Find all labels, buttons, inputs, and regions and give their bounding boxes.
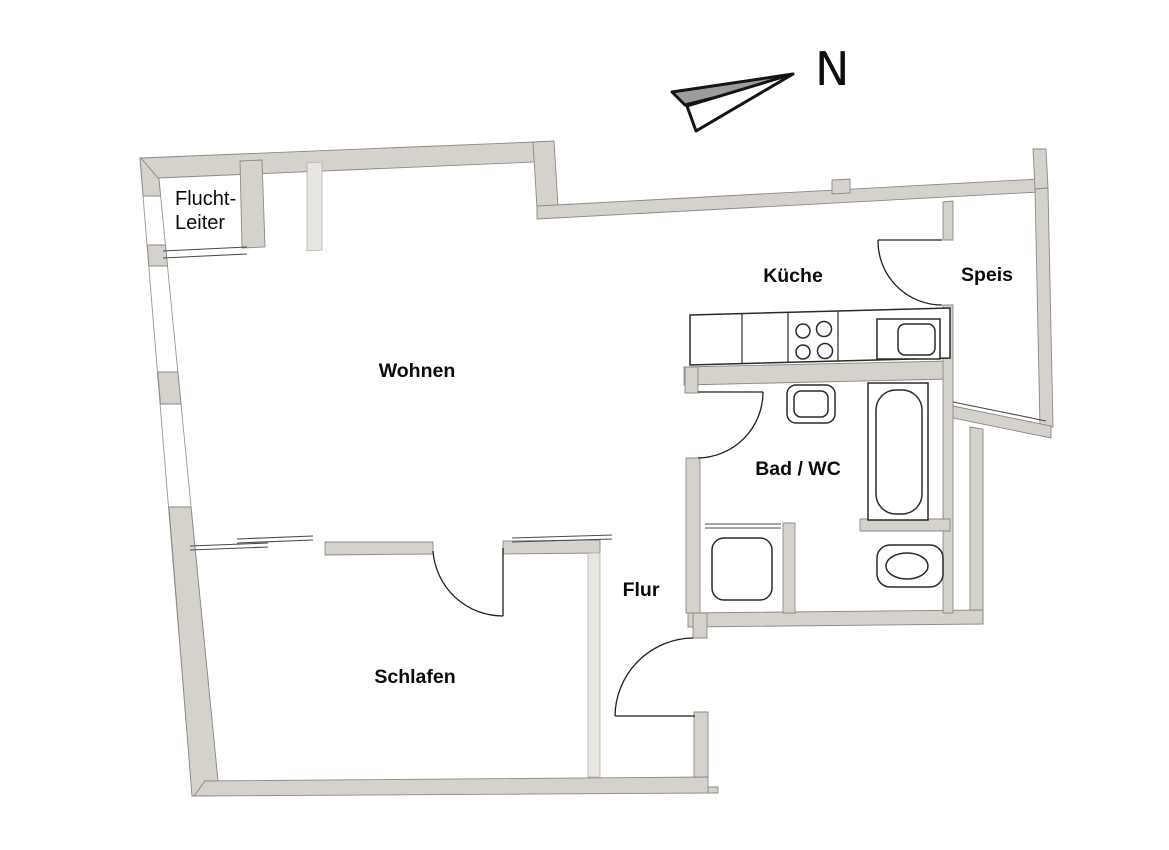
room-label-flur: Flur <box>623 579 660 601</box>
room-labels: Flucht- Leiter Wohnen Küche Speis Bad / … <box>175 188 1013 688</box>
bathroom-sink-basin <box>793 390 829 418</box>
wall-segment <box>140 141 536 179</box>
room-label-wohnen: Wohnen <box>379 360 456 382</box>
wall-segment <box>707 786 719 794</box>
overhead-beam-line <box>511 534 613 539</box>
bathroom-fixtures <box>711 382 944 601</box>
wall-stub <box>306 161 323 252</box>
wall-segment <box>1034 187 1054 429</box>
kitchen-sink-basin <box>897 323 936 356</box>
wall-segment <box>1032 148 1049 190</box>
room-label-flucht-leiter-2: Leiter <box>175 212 225 234</box>
room-label-speis: Speis <box>961 264 1013 286</box>
kitchen-fixtures <box>689 307 951 366</box>
stove-burner <box>815 320 833 338</box>
room-label-schlafen: Schlafen <box>374 666 455 688</box>
wall-segment <box>859 518 951 532</box>
wall-segment <box>239 159 266 249</box>
bathtub-basin <box>875 389 923 515</box>
overhead-beam-line <box>236 539 314 544</box>
washing-machine <box>711 537 773 601</box>
wall-segment <box>157 371 182 405</box>
wall-segment <box>782 522 796 614</box>
overhead-beam-line <box>511 538 613 543</box>
stove-burner <box>795 323 811 339</box>
wall-segment <box>831 178 851 195</box>
interior-walls <box>239 159 954 778</box>
wall-segment <box>692 612 708 639</box>
speis-wall-line <box>952 401 1047 422</box>
stove-burner <box>816 342 834 360</box>
room-label-bad-wc: Bad / WC <box>755 458 841 480</box>
stove-burner <box>795 344 811 360</box>
door-arc-entrance <box>614 637 694 717</box>
door-arc-speis <box>877 239 943 306</box>
outer-walls <box>139 140 1054 797</box>
overhead-beam-line <box>189 542 269 547</box>
wall-segment <box>532 140 559 209</box>
wall-segment <box>687 609 984 628</box>
door-arc-schlafen <box>432 550 504 617</box>
ladder-hatch-line <box>162 253 248 259</box>
overhead-beam-line <box>236 535 314 540</box>
ladder-hatch-line <box>162 246 248 252</box>
wall-segment <box>969 426 984 625</box>
wall-segment <box>146 244 168 267</box>
wall-segment <box>324 541 434 556</box>
wall-segment <box>587 552 601 778</box>
room-label-kueche: Küche <box>763 265 823 287</box>
doors <box>432 239 943 717</box>
wall-segment <box>684 366 699 394</box>
wall-segment <box>942 304 954 614</box>
north-label: N <box>815 42 849 96</box>
door-arc-bad <box>697 391 764 459</box>
overhead-beam-line <box>189 546 269 551</box>
toilet-bowl <box>885 552 929 580</box>
wall-segment <box>536 178 1041 220</box>
room-label-flucht-leiter-1: Flucht- <box>175 188 236 210</box>
north-arrow-icon: N <box>670 42 849 133</box>
wall-segment <box>952 405 1052 439</box>
thin-lines <box>162 246 1047 551</box>
wall-segment <box>693 711 709 781</box>
wall-segment <box>942 200 954 241</box>
wall-segment <box>193 776 709 797</box>
north-arrow-bottom-wing <box>685 72 795 133</box>
wall-segment <box>685 457 701 614</box>
